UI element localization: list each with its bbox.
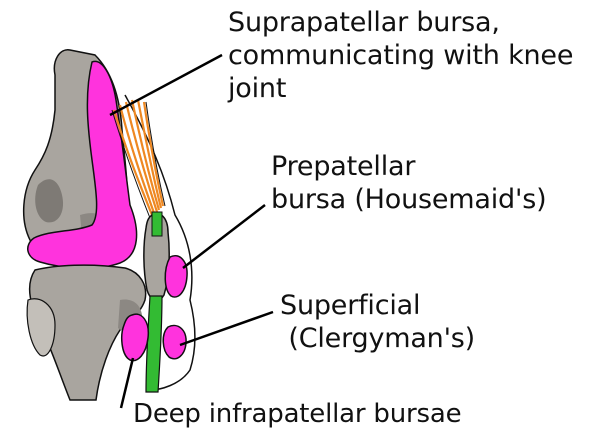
patellar-ligament xyxy=(146,296,162,392)
patellar-ligament-upper xyxy=(152,212,162,236)
deep-infrapatellar-bursa xyxy=(122,314,149,360)
label-superficial-line2: (Clergyman's) xyxy=(280,322,475,355)
label-prepatellar-line1: Prepatellar xyxy=(271,150,546,183)
label-suprapatellar-bursa: Suprapatellar bursa, communicating with … xyxy=(228,6,573,105)
superficial-infrapatellar-bursa xyxy=(163,325,186,358)
label-deep-infrapatellar-bursae: Deep infrapatellar bursae xyxy=(133,398,461,431)
label-suprapatellar-line3: joint xyxy=(228,72,573,105)
label-superficial-bursa: Superficial (Clergyman's) xyxy=(280,289,475,355)
label-prepatellar-line2: bursa (Housemaid's) xyxy=(271,183,546,216)
label-suprapatellar-line1: Suprapatellar bursa, xyxy=(228,6,573,39)
leader-line-deep xyxy=(121,358,133,408)
leader-line-prepatellar xyxy=(183,205,265,268)
prepatellar-bursa xyxy=(165,256,187,297)
leader-line-suprapatellar xyxy=(110,55,222,115)
label-superficial-line1: Superficial xyxy=(280,289,475,322)
label-prepatellar-bursa: Prepatellar bursa (Housemaid's) xyxy=(271,150,546,216)
label-suprapatellar-line2: communicating with knee xyxy=(228,39,573,72)
